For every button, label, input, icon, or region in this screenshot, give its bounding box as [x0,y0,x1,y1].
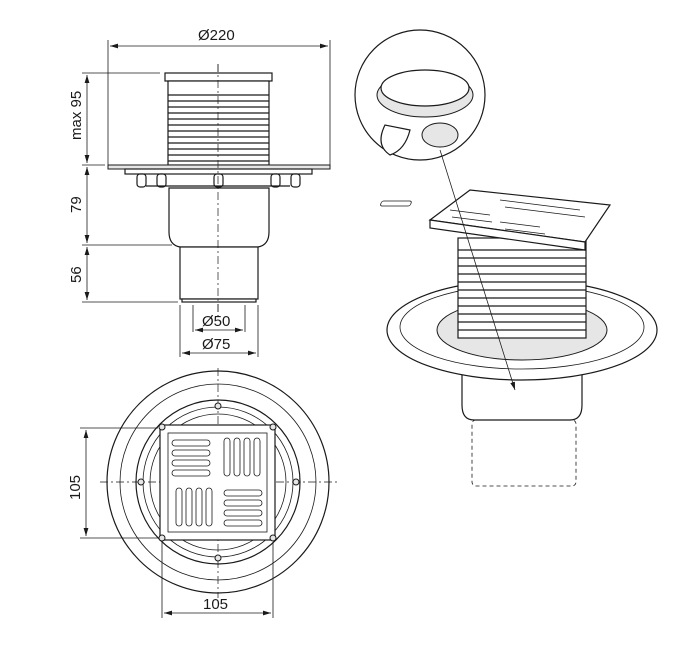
grate [137,402,300,562]
dim-max-height: max 95 [68,91,85,140]
side-view: Ø220 max 95 79 56 Ø50 Ø75 [68,27,331,357]
bolts [136,173,301,188]
flange [107,164,331,170]
dim-outer-diameter: Ø75 [202,336,230,353]
extension [457,237,587,339]
dim-pipe-height: 56 [68,266,85,283]
dim-flange-diameter: Ø220 [198,27,235,44]
drain-body [168,187,270,248]
dim-body-height: 79 [68,196,85,213]
isometric-view [354,29,658,487]
dim-grate-height: 105 [67,475,84,500]
outlet-pipe [179,246,259,300]
dim-inner-diameter: Ø50 [202,313,230,330]
extension-ribs [167,80,270,166]
dim-grate-width: 105 [203,596,228,613]
callout-arrow [439,149,516,391]
top-view: 105 105 [67,368,340,618]
